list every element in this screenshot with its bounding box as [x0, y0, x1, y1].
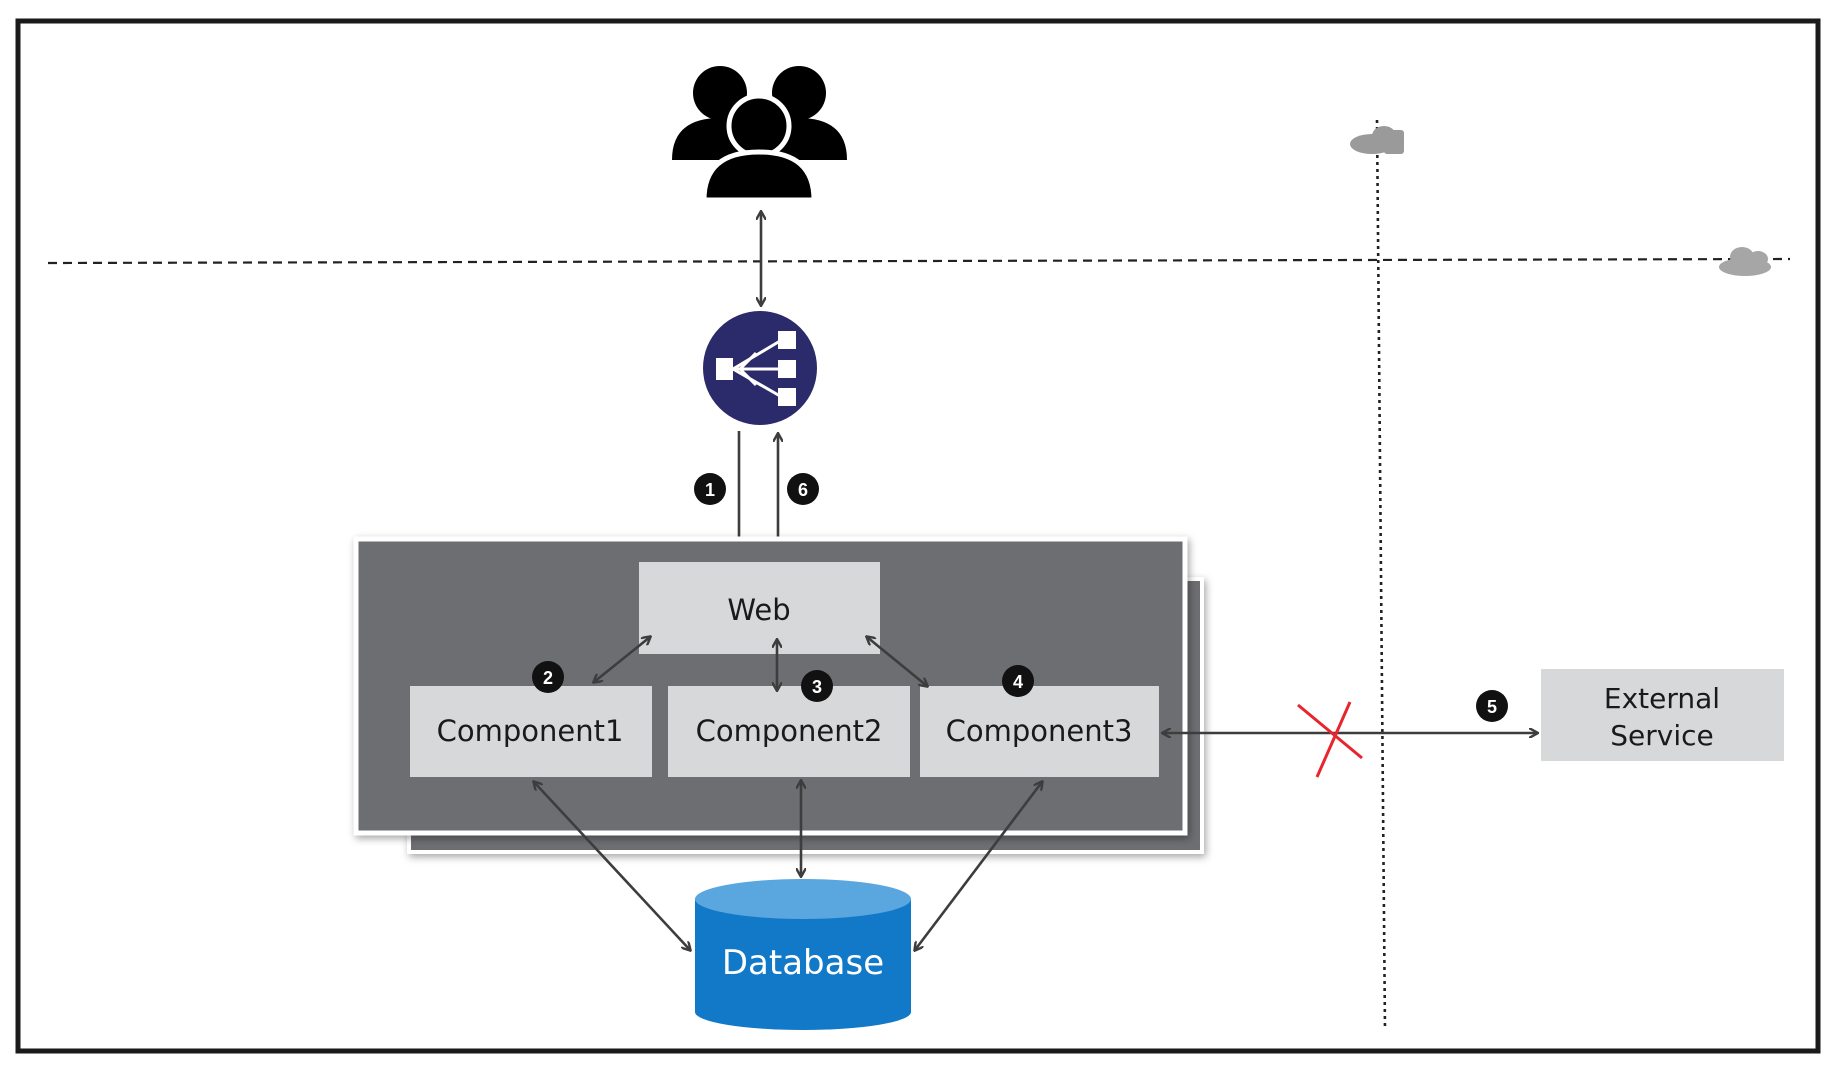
component3-label: Component3 [946, 714, 1133, 748]
external-service-box[interactable] [1541, 669, 1784, 761]
load-balancer-icon [703, 311, 817, 425]
component1-box[interactable] [410, 686, 652, 777]
step-badge: 1 [694, 473, 726, 505]
component3-database-arrow [915, 782, 1042, 950]
database-label: Database [722, 943, 884, 983]
web-component3-arrow [867, 637, 927, 686]
step-badge: 2 [532, 661, 564, 693]
cloud-icon [1719, 247, 1771, 276]
network-boundary-horizontal [47, 257, 1791, 265]
diagram-frame [15, 18, 1821, 1054]
svg-text:1: 1 [705, 480, 715, 500]
component2-label: Component2 [696, 714, 883, 748]
component1-database-arrow [534, 782, 690, 950]
step-badge: 4 [1002, 665, 1034, 697]
component2-box[interactable] [668, 686, 910, 777]
component1-label: Component1 [437, 714, 624, 748]
component3-box[interactable] [920, 686, 1159, 777]
web-label: Web [727, 593, 790, 627]
svg-text:6: 6 [798, 480, 808, 500]
cloud-icon [1350, 126, 1404, 154]
external-service-label-line1: External [1604, 682, 1720, 715]
network-boundary-vertical [1375, 119, 1387, 1031]
web-component1-arrow [594, 637, 650, 682]
red-x-icon [1297, 701, 1363, 778]
database-cylinder[interactable] [695, 879, 911, 1030]
svg-text:4: 4 [1013, 672, 1023, 692]
svg-text:2: 2 [543, 668, 553, 688]
svg-text:5: 5 [1487, 697, 1497, 717]
step-badge: 3 [801, 670, 833, 702]
external-service-label-line2: Service [1610, 719, 1713, 752]
step-badge: 6 [787, 473, 819, 505]
step-badge: 5 [1476, 690, 1508, 722]
users-group-icon [672, 66, 847, 203]
web-box[interactable] [639, 562, 880, 654]
svg-text:3: 3 [812, 677, 822, 697]
